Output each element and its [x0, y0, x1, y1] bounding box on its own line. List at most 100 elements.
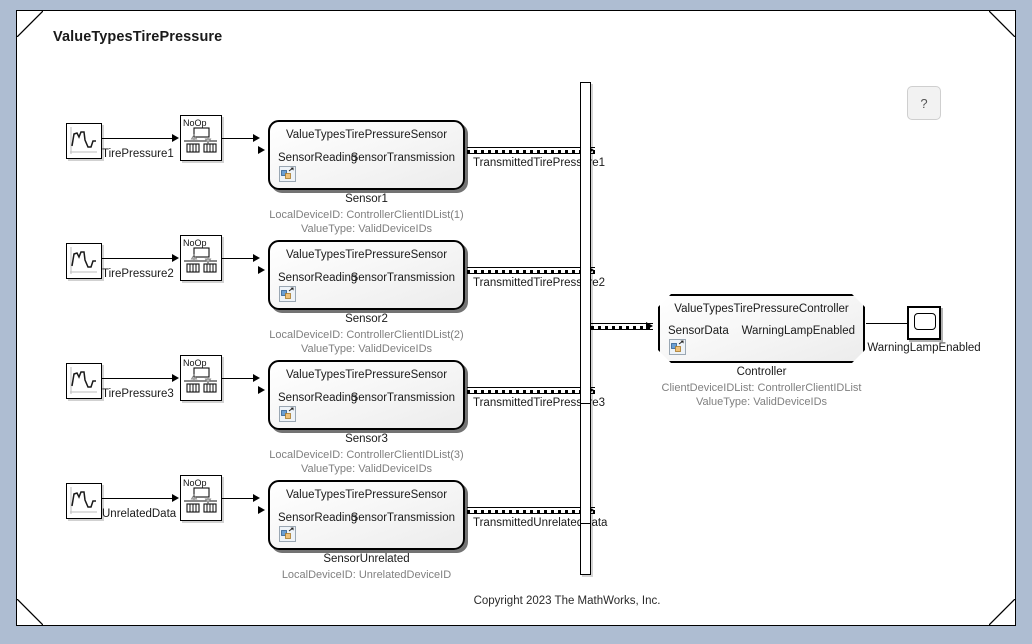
- arrow-head-icon: [253, 253, 260, 262]
- signal-label-transmitted-4: TransmittedUnrelatedData: [473, 517, 608, 529]
- annot-line: LocalDeviceID: ControllerClientIDList(1): [269, 209, 464, 221]
- sensor-block-2[interactable]: ValueTypesTirePressureSensor SensorReadi…: [268, 240, 465, 310]
- signal-editor-icon: [67, 484, 100, 517]
- protected-model-icon: [279, 166, 296, 182]
- sensor-block-title: ValueTypesTirePressureSensor: [285, 129, 448, 141]
- svg-text:NoOp: NoOp: [183, 118, 207, 128]
- bus-wire-sensor3: [467, 386, 595, 394]
- bus-wire-sensor4: [467, 506, 595, 514]
- wire-noop2-to-sensor2: [222, 258, 255, 259]
- protected-model-icon: [279, 526, 296, 542]
- page-title: ValueTypesTirePressure: [53, 29, 223, 45]
- sensor-input-port-label: SensorReading: [278, 512, 358, 524]
- copyright-note: Copyright 2023 The MathWorks, Inc.: [473, 595, 661, 607]
- model-canvas[interactable]: ValueTypesTirePressure TirePressure1 NoO…: [16, 10, 1016, 626]
- wire-src2-to-noop2: [101, 258, 174, 259]
- annot-line: ValueType: ValidDeviceIDs: [300, 223, 433, 235]
- sensor-output-port-label: SensorTransmission: [350, 512, 455, 524]
- sensor-input-port-label: SensorReading: [278, 392, 358, 404]
- signal-editor-icon: [67, 364, 100, 397]
- sensor-block-title: ValueTypesTirePressureSensor: [285, 369, 448, 381]
- sensor-block-name-3: Sensor3: [345, 433, 388, 445]
- help-block[interactable]: ?: [907, 86, 941, 120]
- signal-editor-block-3[interactable]: [66, 363, 102, 399]
- signal-label-transmitted-3: TransmittedTirePressure3: [473, 397, 606, 409]
- sensor-annotation-3: LocalDeviceID: ControllerClientIDList(3)…: [248, 448, 485, 476]
- help-block-label: ?: [920, 95, 928, 111]
- noop-block-4[interactable]: NoOp: [180, 475, 222, 521]
- sensor-block-name-2: Sensor2: [345, 313, 388, 325]
- noop-icon: NoOp: [183, 478, 217, 513]
- wire-noop3-to-sensor3: [222, 378, 255, 379]
- arrow-head-icon: [253, 133, 260, 142]
- arrow-head-icon: [258, 265, 265, 274]
- protected-model-icon: [669, 339, 686, 355]
- arrow-head-icon: [258, 145, 265, 154]
- noop-block-2[interactable]: NoOp: [180, 235, 222, 281]
- wire-noop1-to-sensor1: [222, 138, 255, 139]
- noop-icon: NoOp: [183, 358, 217, 393]
- controller-block-name: Controller: [736, 366, 787, 378]
- sensor-block-title: ValueTypesTirePressureSensor: [285, 489, 448, 501]
- signal-label-tirepressure2: TirePressure2: [102, 268, 174, 280]
- arrow-head-icon: [646, 321, 653, 330]
- svg-text:NoOp: NoOp: [183, 358, 207, 368]
- arrow-head-icon: [172, 373, 179, 382]
- arrow-head-icon: [253, 373, 260, 382]
- controller-input-port-label: SensorData: [668, 325, 729, 337]
- arrow-head-icon: [172, 253, 179, 262]
- bus-creator-bar[interactable]: [580, 82, 591, 575]
- noop-block-1[interactable]: NoOp: [180, 115, 222, 161]
- annot-line: LocalDeviceID: ControllerClientIDList(3): [269, 449, 464, 461]
- signal-label-unrelateddata: UnrelatedData: [102, 508, 177, 520]
- sensor-input-port-label: SensorReading: [278, 152, 358, 164]
- annot-line: ValueType: ValidDeviceIDs: [300, 463, 433, 475]
- annot-line: LocalDeviceID: ControllerClientIDList(2): [269, 329, 464, 341]
- bus-wire-to-controller: [591, 322, 653, 330]
- signal-editor-block-4[interactable]: [66, 483, 102, 519]
- controller-block[interactable]: ValueTypesTirePressureController SensorD…: [658, 294, 865, 363]
- display-block-name: WarningLampEnabled: [867, 342, 981, 354]
- svg-text:NoOp: NoOp: [183, 238, 207, 248]
- signal-editor-block-1[interactable]: [66, 123, 102, 159]
- sensor-output-port-label: SensorTransmission: [350, 152, 455, 164]
- noop-icon: NoOp: [183, 238, 217, 273]
- canvas-corner-bottom-left-icon: [17, 599, 43, 625]
- arrow-head-icon: [172, 493, 179, 502]
- arrow-head-icon: [172, 133, 179, 142]
- sensor-output-port-label: SensorTransmission: [350, 392, 455, 404]
- annot-line: LocalDeviceID: UnrelatedDeviceID: [281, 569, 452, 581]
- canvas-corner-bottom-right-icon: [989, 599, 1015, 625]
- sensor-block-4[interactable]: ValueTypesTirePressureSensor SensorReadi…: [268, 480, 465, 550]
- noop-block-3[interactable]: NoOp: [180, 355, 222, 401]
- signal-editor-block-2[interactable]: [66, 243, 102, 279]
- display-block[interactable]: [907, 306, 941, 340]
- sensor-block-name-1: Sensor1: [345, 193, 388, 205]
- annot-line: ValueType: ValidDeviceIDs: [300, 343, 433, 355]
- protected-model-icon: [279, 286, 296, 302]
- controller-annotation: ClientDeviceIDList: ControllerClientIDLi…: [647, 381, 876, 409]
- signal-label-transmitted-1: TransmittedTirePressure1: [473, 157, 606, 169]
- sensor-block-title: ValueTypesTirePressureSensor: [285, 249, 448, 261]
- wire-controller-to-display: [866, 323, 909, 324]
- noop-icon: NoOp: [183, 118, 217, 153]
- svg-text:NoOp: NoOp: [183, 478, 207, 488]
- annot-line: ValueType: ValidDeviceIDs: [695, 396, 828, 408]
- canvas-corner-top-left-icon: [17, 11, 43, 37]
- sensor-block-1[interactable]: ValueTypesTirePressureSensor SensorReadi…: [268, 120, 465, 190]
- sensor-annotation-1: LocalDeviceID: ControllerClientIDList(1)…: [248, 208, 485, 236]
- wire-src4-to-noop4: [101, 498, 174, 499]
- sensor-block-3[interactable]: ValueTypesTirePressureSensor SensorReadi…: [268, 360, 465, 430]
- sensor-annotation-4: LocalDeviceID: UnrelatedDeviceID: [248, 568, 485, 582]
- arrow-head-icon: [258, 385, 265, 394]
- signal-editor-icon: [67, 124, 100, 157]
- bus-wire-sensor1: [467, 146, 595, 154]
- signal-label-transmitted-2: TransmittedTirePressure2: [473, 277, 606, 289]
- arrow-head-icon: [253, 493, 260, 502]
- sensor-annotation-2: LocalDeviceID: ControllerClientIDList(2)…: [248, 328, 485, 356]
- wire-src3-to-noop3: [101, 378, 174, 379]
- signal-editor-icon: [67, 244, 100, 277]
- scope-icon: [914, 313, 936, 330]
- wire-src1-to-noop1: [101, 138, 174, 139]
